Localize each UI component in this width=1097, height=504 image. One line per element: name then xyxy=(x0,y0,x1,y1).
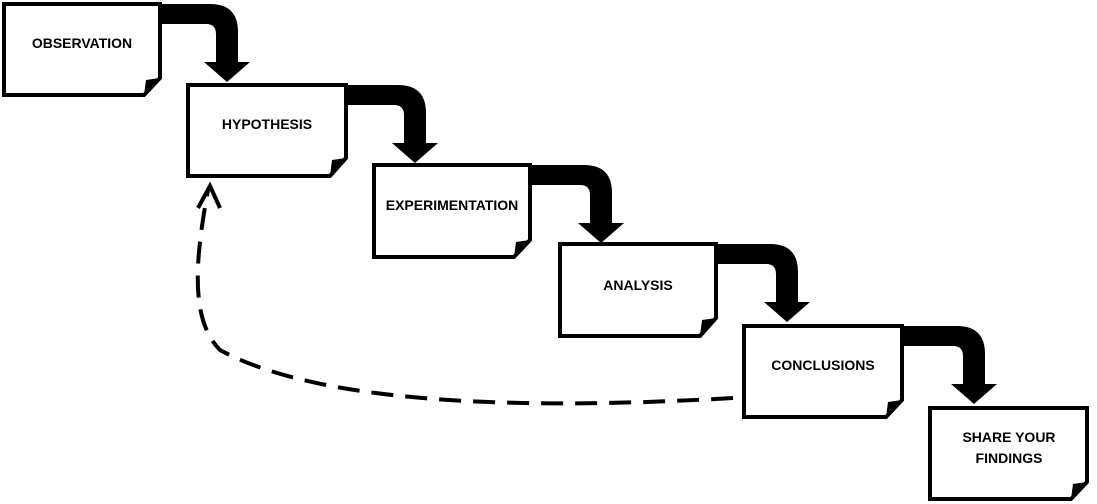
feedback-arrow-conclusions-to-hypothesis xyxy=(195,189,734,406)
step-observation: OBSERVATION xyxy=(2,2,162,97)
step-hypothesis: HYPOTHESIS xyxy=(186,83,348,178)
page-fold-icon xyxy=(514,240,530,257)
page-fold-icon xyxy=(144,78,160,95)
step-label: OBSERVATION xyxy=(32,35,132,51)
page-fold-icon xyxy=(700,318,716,336)
arrow-observation-to-hypothesis xyxy=(160,4,250,82)
arrow-hypothesis-to-experimentation xyxy=(346,85,438,163)
arrow-analysis-to-conclusions xyxy=(716,244,810,322)
step-label: EXPERIMENTATION xyxy=(386,197,519,213)
step-analysis: ANALYSIS xyxy=(558,242,718,338)
step-share-your-findings: SHARE YOUR FINDINGS xyxy=(928,406,1089,501)
step-conclusions: CONCLUSIONS xyxy=(742,324,904,419)
step-label-line-2: FINDINGS xyxy=(976,450,1043,466)
page-fold-icon xyxy=(330,158,346,176)
step-label: SHARE YOUR xyxy=(962,429,1055,445)
arrow-conclusions-to-share-your-findings xyxy=(902,326,997,404)
step-label: CONCLUSIONS xyxy=(771,357,874,373)
page-fold-icon xyxy=(1071,482,1087,499)
arrow-experimentation-to-analysis xyxy=(530,165,624,243)
page-fold-icon xyxy=(886,400,902,417)
step-label: HYPOTHESIS xyxy=(222,116,312,132)
step-label: ANALYSIS xyxy=(603,277,673,293)
step-experimentation: EXPERIMENTATION xyxy=(372,163,532,259)
feedback-arrowhead-icon xyxy=(196,181,222,209)
